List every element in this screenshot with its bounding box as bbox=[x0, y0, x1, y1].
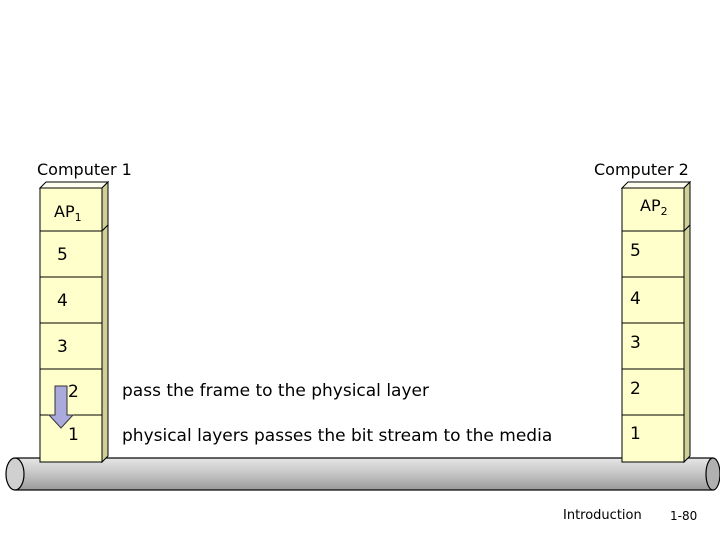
footer-section: Introduction bbox=[563, 508, 642, 523]
computer2-ap-sub: 2 bbox=[660, 205, 668, 219]
computer1-ap-base: AP bbox=[54, 202, 75, 221]
c1-layer4-label: 4 bbox=[57, 291, 68, 311]
c2-layer2-label: 2 bbox=[630, 379, 641, 399]
c2-layer2-box bbox=[621, 368, 685, 416]
down-arrow-icon bbox=[47, 385, 75, 429]
computer2-ap-base: AP bbox=[640, 196, 661, 215]
computer1-ap-sub: 1 bbox=[74, 211, 82, 225]
computer2-ap-label: AP2 bbox=[640, 196, 668, 218]
computer2-title: Computer 2 bbox=[594, 160, 689, 179]
c1-layer3-box bbox=[39, 322, 103, 370]
c1-layer2-box bbox=[39, 368, 103, 416]
computer1-ap-label: AP1 bbox=[54, 202, 82, 224]
c2-layer3-label: 3 bbox=[630, 333, 641, 353]
c1-layer1-label: 1 bbox=[68, 425, 79, 445]
c2-layer3-box bbox=[621, 322, 685, 370]
footer-page-number: 1-80 bbox=[670, 509, 698, 523]
computer2-stack bbox=[620, 180, 692, 464]
c2-layer5-box bbox=[621, 230, 685, 278]
computer1-stack bbox=[38, 180, 110, 464]
c1-layer5-label: 5 bbox=[57, 245, 68, 265]
c2-layer4-label: 4 bbox=[630, 289, 641, 309]
c1-layer3-label: 3 bbox=[57, 337, 68, 357]
layer2-annotation: pass the frame to the physical layer bbox=[122, 381, 429, 401]
c1-layer4-box bbox=[39, 276, 103, 324]
c1-layer2-label: 2 bbox=[68, 382, 79, 402]
layer1-annotation: physical layers passes the bit stream to… bbox=[122, 426, 553, 446]
computer1-title: Computer 1 bbox=[37, 160, 132, 179]
media-pipe bbox=[5, 457, 720, 491]
c1-layer5-box bbox=[39, 230, 103, 278]
c2-layer1-box bbox=[621, 414, 685, 463]
c2-layer1-label: 1 bbox=[630, 424, 641, 444]
c2-layer5-label: 5 bbox=[630, 241, 641, 261]
